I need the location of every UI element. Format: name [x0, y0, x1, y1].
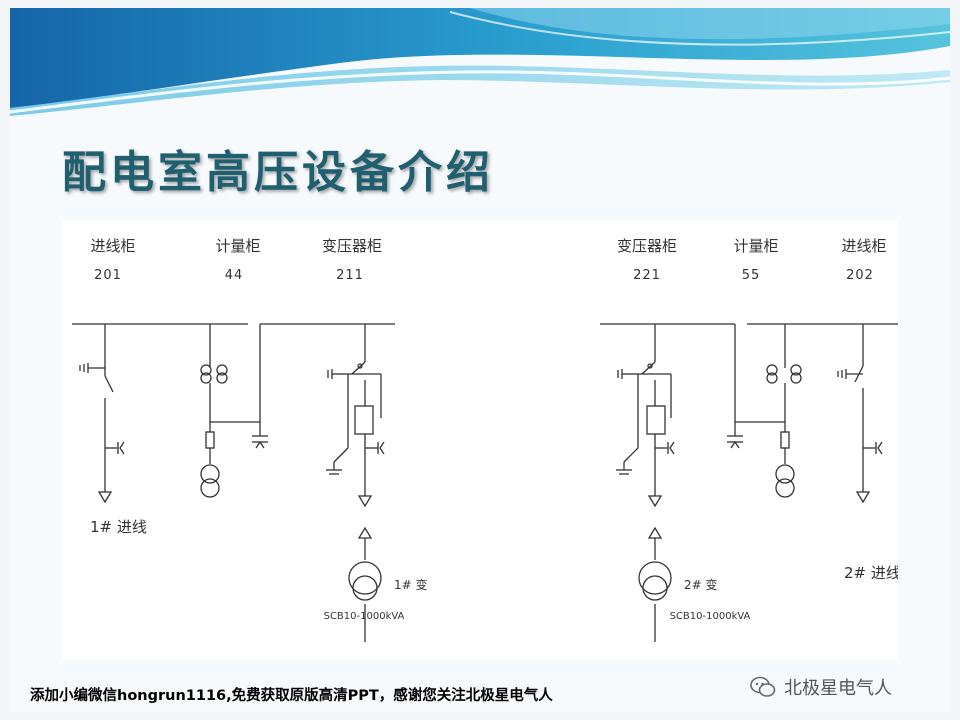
- cabinet-number: 201: [94, 268, 122, 283]
- right-section: [600, 323, 898, 642]
- cabinet-name: 进线柜: [90, 237, 135, 255]
- transformer-label: 1# 变: [394, 577, 428, 592]
- incoming-feeder-label: 1# 进线: [90, 518, 147, 536]
- cabinet-labels: 进线柜 201 计量柜 44 变压器柜 211 变压器柜 221 计量柜 55 …: [90, 237, 886, 283]
- footer-note: 添加小编微信hongrun1116,免费获取原版高清PPT，感谢您关注北极星电气…: [30, 688, 553, 704]
- cabinet-number: 202: [846, 268, 874, 283]
- cabinet-name: 变压器柜: [617, 237, 677, 255]
- cabinet-name: 变压器柜: [322, 237, 382, 255]
- left-section: [72, 323, 395, 642]
- slide: 配电室高压设备介绍: [10, 8, 950, 712]
- cabinet-name: 计量柜: [733, 237, 778, 255]
- slide-title: 配电室高压设备介绍: [62, 147, 494, 198]
- cabinet-name: 进线柜: [841, 237, 886, 255]
- wave-banner: [10, 8, 950, 118]
- wechat-icon: [750, 676, 776, 697]
- transformer-label: 2# 变: [684, 577, 718, 592]
- cabinet-number: 55: [742, 268, 761, 283]
- cabinet-name: 计量柜: [215, 237, 260, 255]
- transformer-spec: SCB10-1000kVA: [670, 611, 751, 622]
- cabinet-number: 221: [633, 268, 661, 283]
- brand-name: 北极星电气人: [784, 678, 892, 699]
- cabinet-number: 44: [225, 268, 244, 283]
- schematic-svg: 进线柜 201 计量柜 44 变压器柜 211 变压器柜 221 计量柜 55 …: [72, 237, 898, 642]
- incoming-feeder-label: 2# 进线: [844, 564, 898, 582]
- cabinet-number: 211: [336, 268, 364, 283]
- single-line-diagram: 进线柜 201 计量柜 44 变压器柜 211 变压器柜 221 计量柜 55 …: [62, 220, 898, 660]
- brand-watermark: 北极星电气人: [750, 674, 892, 700]
- transformer-spec: SCB10-1000kVA: [324, 611, 405, 622]
